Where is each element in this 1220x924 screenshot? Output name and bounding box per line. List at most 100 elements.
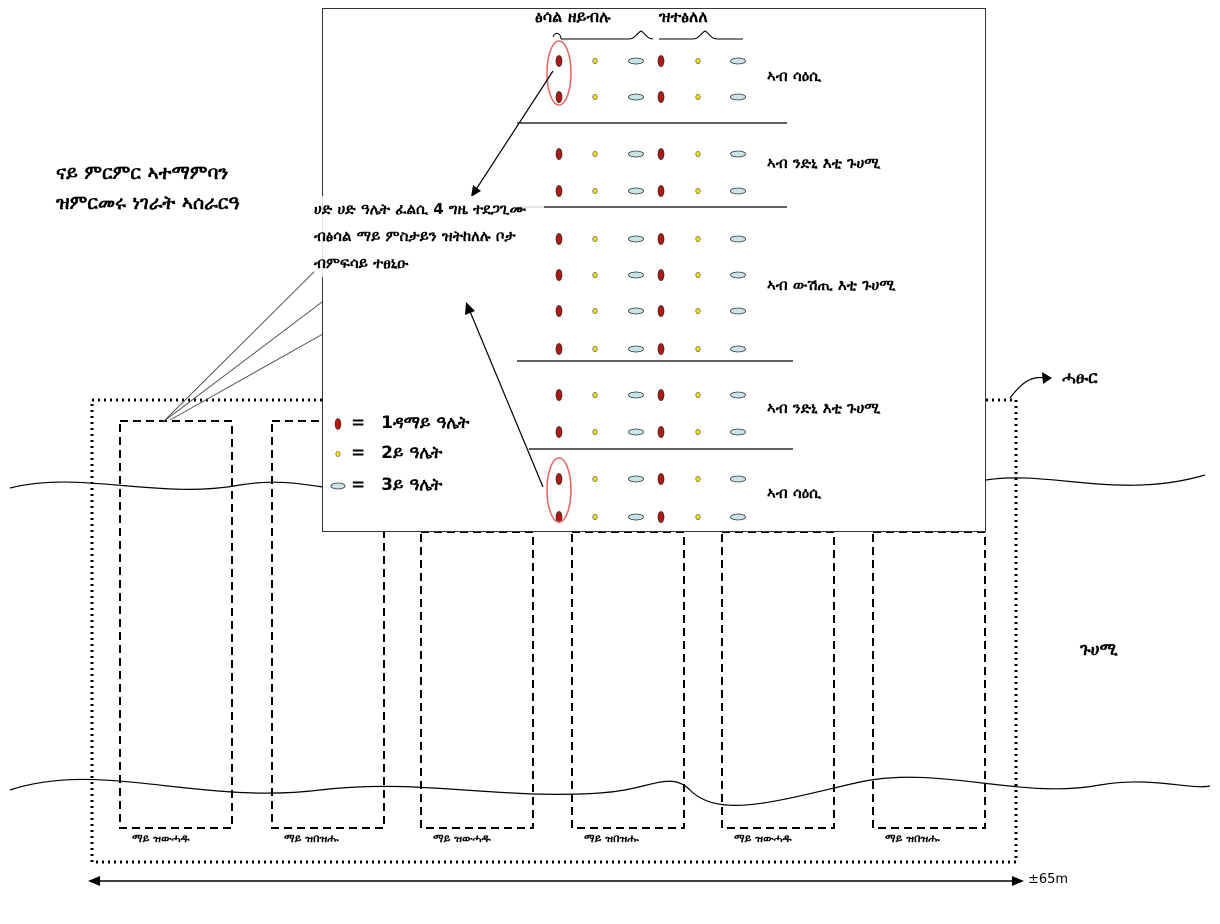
legend-item-variety1: = 1ዳማይ ዓሌት (351, 413, 469, 433)
plant-variety-2 (695, 391, 701, 398)
plant-variety-2 (695, 94, 701, 101)
plant-variety-3 (730, 428, 746, 436)
legend-text: 2ይ ዓሌት (381, 443, 443, 463)
row-label-edge-top: ኣብ ሳዕሲ (767, 67, 822, 85)
plant-variety-2 (695, 58, 701, 65)
research-layout-caption: ናይ ምርምር ኣተማምባን ዝምርመሩ ነገራት ኣሰራርዓ (56, 162, 240, 214)
plant-variety-2 (592, 58, 598, 65)
plot-label-4: ማይ ዝበዝሑ (584, 832, 639, 845)
plant-variety-1 (555, 269, 563, 281)
plant-variety-3 (730, 187, 746, 195)
fence-arrow (1009, 376, 1046, 399)
plant-variety-2 (695, 271, 701, 278)
plant-variety-3 (628, 271, 644, 279)
highlight-oval-top (546, 40, 572, 106)
plant-variety-2 (695, 307, 701, 314)
plant-variety-3 (730, 150, 746, 158)
plant-variety-3 (628, 57, 644, 65)
replication-note: ሀድ ሀድ ዓሌት ፈልሲ 4 ግዜ ተደጋጊሙ ብፅሳል ማይ ምስታይን ዝ… (314, 196, 544, 277)
legend-equals: = (351, 413, 366, 433)
plant-variety-1 (555, 389, 563, 401)
field-bottom-wave (9, 776, 1211, 806)
plant-variety-2 (695, 235, 701, 242)
plant-variety-3 (628, 235, 644, 243)
plot-label-6: ማይ ዝበዝሑ (885, 832, 940, 845)
plant-variety-3 (628, 345, 644, 353)
plant-variety-1 (555, 473, 563, 485)
legend-item-variety3: = 3ይ ዓሌት (351, 475, 442, 495)
row-label-inside-field: ኣብ ውሽጢ እቲ ጉሀሚ (767, 276, 896, 294)
plant-variety-3 (628, 307, 644, 315)
header-mulched: ዝተፅለለ (659, 7, 708, 26)
plant-variety-3 (628, 513, 644, 521)
legend-symbol-variety3 (330, 482, 346, 490)
plot-1 (119, 420, 233, 829)
plant-variety-1 (555, 426, 563, 438)
plant-variety-1 (657, 148, 665, 160)
plant-variety-1 (657, 511, 665, 523)
row-label-edge-bottom: ኣብ ሳዕሲ (767, 484, 822, 502)
plant-variety-2 (592, 94, 598, 101)
brace-right (659, 30, 743, 40)
plant-variety-2 (592, 428, 598, 435)
plant-variety-2 (695, 513, 701, 520)
header-no-mulch: ፅሳል ዘይብሉ (535, 7, 611, 26)
plant-variety-3 (730, 345, 746, 353)
plot-label-5: ማይ ዝውሓዱ (734, 832, 792, 845)
pointer-line (162, 255, 331, 423)
plant-variety-3 (628, 93, 644, 101)
plant-variety-2 (592, 235, 598, 242)
plant-variety-2 (592, 345, 598, 352)
fence-label: ሓፁር (1062, 368, 1098, 388)
plant-variety-1 (555, 185, 563, 197)
plant-variety-1 (555, 343, 563, 355)
plant-variety-3 (730, 57, 746, 65)
plant-variety-3 (730, 513, 746, 521)
inset-grid (330, 30, 793, 523)
plant-variety-1 (657, 55, 665, 67)
plant-variety-2 (592, 271, 598, 278)
plant-variety-1 (657, 91, 665, 103)
plant-variety-3 (730, 307, 746, 315)
plant-variety-1 (657, 426, 665, 438)
plant-variety-1 (555, 148, 563, 160)
legend-equals: = (351, 475, 366, 495)
plant-variety-2 (592, 513, 598, 520)
legend-text: 3ይ ዓሌት (381, 475, 443, 495)
plant-variety-3 (628, 475, 644, 483)
distance-arrowhead-right (1012, 876, 1024, 886)
legend-symbol-variety2 (335, 451, 341, 457)
plot-3 (420, 531, 534, 829)
plant-variety-3 (628, 150, 644, 158)
plant-variety-3 (730, 271, 746, 279)
plant-variety-2 (592, 391, 598, 398)
plant-variety-2 (695, 428, 701, 435)
plant-variety-1 (657, 389, 665, 401)
note-arrow-top (474, 70, 554, 192)
plant-dots (555, 55, 746, 523)
plant-variety-3 (730, 93, 746, 101)
row-label-near-field-bottom: ኣብ ንድኒ እቲ ጉሀሚ (767, 399, 881, 417)
row-label-near-field-top: ኣብ ንድኒ እቲ ጉሀሚ (767, 154, 881, 172)
plant-variety-2 (695, 345, 701, 352)
plant-variety-1 (657, 473, 665, 485)
legend-text: 1ዳማይ ዓሌት (381, 413, 470, 433)
plot-label-2: ማይ ዝበዝሑ (284, 832, 339, 845)
pointer-line (162, 295, 331, 423)
plant-variety-1 (555, 55, 563, 67)
brace-left (552, 30, 654, 40)
plant-variety-3 (730, 391, 746, 399)
note-arrowhead-bottom (465, 302, 475, 315)
plant-variety-1 (657, 233, 665, 245)
plant-variety-1 (657, 343, 665, 355)
plant-variety-1 (555, 233, 563, 245)
plant-variety-1 (555, 91, 563, 103)
plot-4 (571, 531, 685, 829)
plant-variety-3 (730, 235, 746, 243)
plot-5 (721, 531, 835, 829)
plot-label-3: ማይ ዝውሓዱ (433, 832, 491, 845)
distance-arrowhead-left (88, 876, 100, 886)
fence-arrowhead (1042, 372, 1052, 384)
plant-variety-2 (592, 187, 598, 194)
plot-6 (872, 531, 986, 829)
